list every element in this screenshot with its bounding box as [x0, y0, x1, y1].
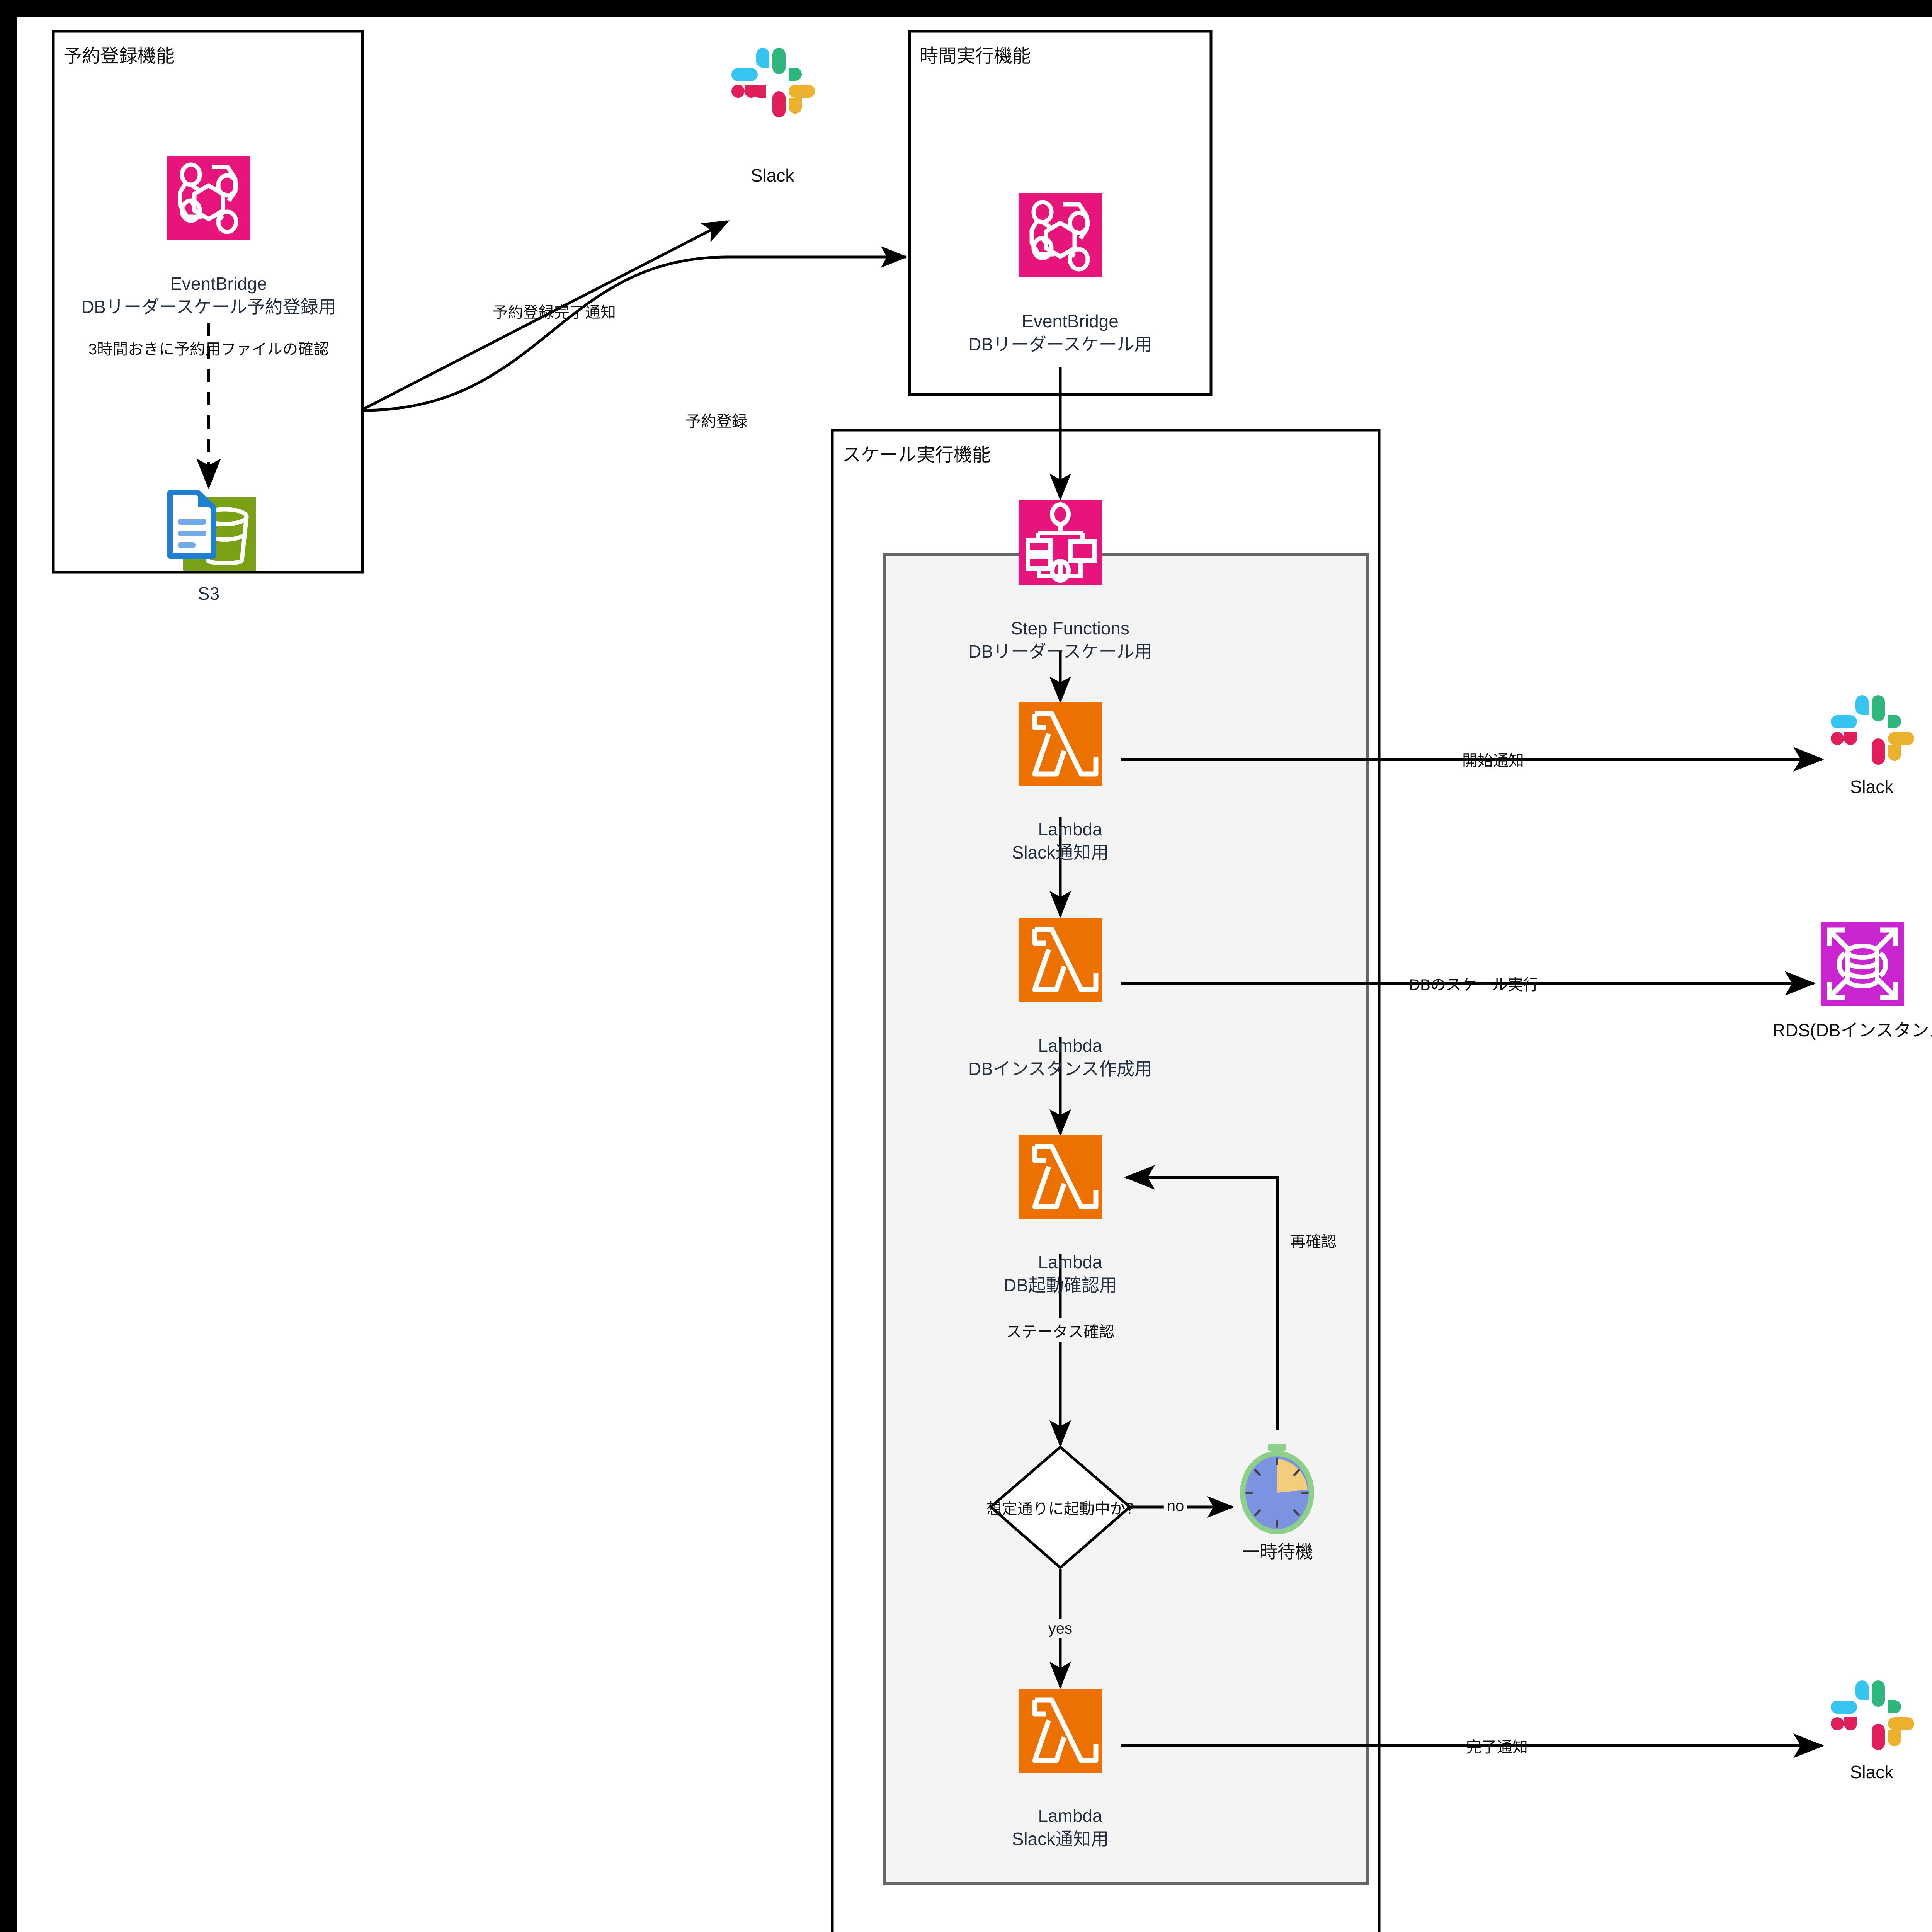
group-panel-stepfunctions — [883, 553, 1369, 1885]
slack-icon — [1831, 1680, 1914, 1750]
eventbridge-icon — [1019, 193, 1102, 277]
edge-reserve-to-slack — [362, 220, 730, 411]
edge-label-done-notify: 完了通知 — [1466, 1739, 1528, 1756]
node-label-s3: S3 — [197, 583, 220, 604]
edge-label-no: no — [1163, 1497, 1187, 1516]
group-frame-reservation — [52, 30, 364, 574]
s3-bucket-icon — [167, 490, 256, 571]
edge-reserve-to-schedule — [362, 246, 908, 412]
decision-label: 想定通りに起動中か? — [986, 1500, 1134, 1517]
edge-label-recheck: 再確認 — [1287, 1228, 1340, 1252]
lambda-icon — [1019, 918, 1102, 1002]
step-functions-icon — [1019, 500, 1102, 585]
decision-diamond — [988, 1445, 1132, 1570]
group-frame-scale — [831, 429, 1381, 1932]
diagram-vector-layer — [52, 30, 1914, 1932]
node-label-wait-timer: 一時待機 — [1242, 1542, 1313, 1562]
edge-label-yes: yes — [1045, 1619, 1076, 1638]
lambda-icon — [1019, 1135, 1102, 1219]
node-label-slack-done: Slack — [1850, 1762, 1894, 1782]
group-label-schedule: 時間実行機能 — [920, 46, 1031, 66]
eventbridge-icon — [167, 156, 250, 240]
group-label-reservation: 予約登録機能 — [63, 46, 175, 66]
edge-label-db-scale: DBのスケール実行 — [1409, 976, 1539, 993]
edge-label-file-check: 3時間おきに予約用ファイルの確認 — [88, 341, 329, 358]
node-label-slack-top: Slack — [750, 165, 794, 185]
edge-wait-to-check — [1124, 1165, 1279, 1430]
edge-label-reserve-notify: 予約登録完了通知 — [492, 304, 616, 321]
slack-icon — [1831, 695, 1914, 765]
lambda-icon — [1019, 1689, 1102, 1773]
stopwatch-icon — [1240, 1444, 1314, 1534]
edge-label-start-notify: 開始通知 — [1462, 752, 1524, 769]
lambda-icon — [1019, 702, 1102, 786]
slack-icon — [731, 48, 815, 117]
node-label-slack-start: Slack — [1850, 777, 1894, 797]
edge-label-status-check: ステータス確認 — [1003, 1318, 1117, 1342]
group-label-scale: スケール実行機能 — [842, 445, 991, 465]
rds-scale-icon — [1821, 922, 1904, 1006]
node-label-rds: RDS(DBインスタンス) — [1772, 1020, 1932, 1040]
edge-label-reserve-register: 予約登録 — [682, 408, 750, 432]
